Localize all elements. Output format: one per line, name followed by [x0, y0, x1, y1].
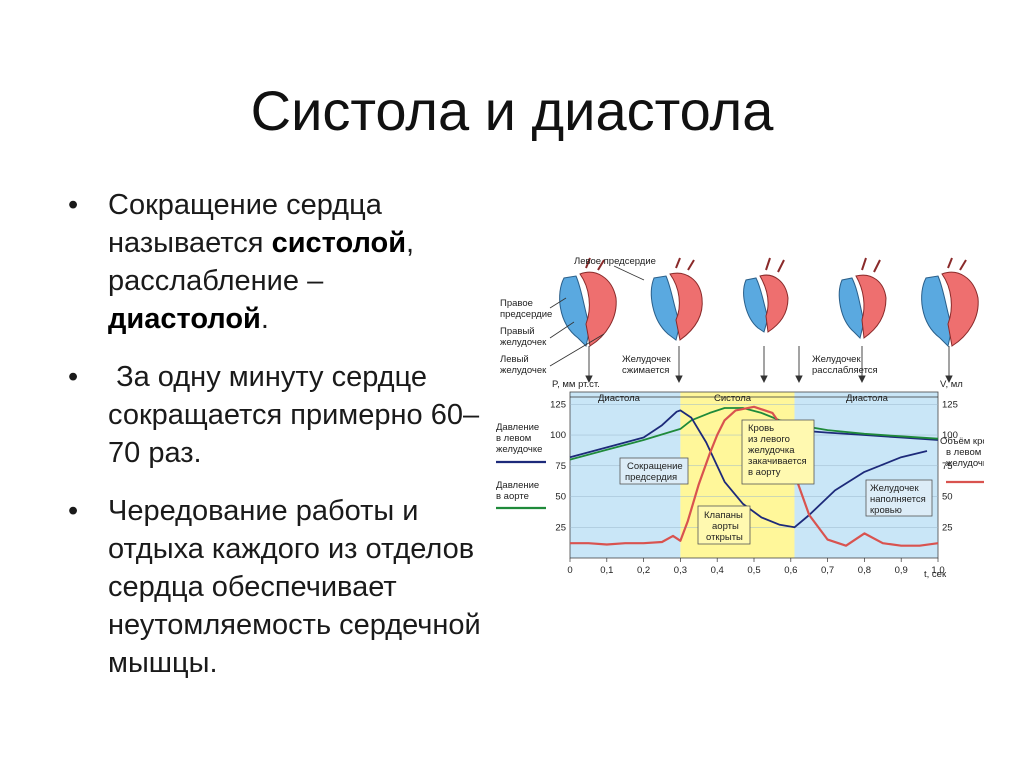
series-line-lv_volume: [569, 409, 928, 529]
legend-volume-2: в левом: [946, 447, 981, 458]
y-tick-left: 50: [555, 492, 566, 503]
label-right-ventricle-2: желудочек: [500, 337, 547, 348]
svg-text:наполняется: наполняется: [870, 494, 926, 505]
bullet-text: , расслабление –: [108, 227, 415, 297]
y-tick-right: 125: [942, 399, 958, 410]
phase-label-diastole: Диастола: [598, 393, 641, 404]
phase-label-systole: Систола: [714, 393, 752, 404]
legend-lv-pressure-2: в левом: [496, 433, 531, 444]
cardiac-cycle-svg: Левое предсердие Правое предсердие Правы…: [494, 250, 984, 586]
y-tick-right: 50: [942, 492, 953, 503]
x-tick-label: 0,2: [637, 565, 650, 576]
bullet-bold-term: диастолой: [108, 303, 261, 335]
cardiac-cycle-figure: Левое предсердие Правое предсердие Правы…: [494, 250, 984, 586]
x-tick-label: 0,6: [784, 565, 797, 576]
phase-band: [794, 392, 938, 558]
x-axis-label: t, сек: [924, 569, 947, 580]
x-tick-label: 0,1: [600, 565, 613, 576]
legend-lv-pressure-3: желудочке: [496, 444, 542, 455]
bullet-text: Чередование работы и отдыха каждого из о…: [108, 495, 481, 679]
label-left-ventricle-2: желудочек: [500, 365, 547, 376]
label-left-ventricle-1: Левый: [500, 354, 529, 365]
annotation-filling: Желудочек наполняется кровью: [865, 479, 933, 517]
label-left-atrium: Левое предсердие: [574, 256, 656, 267]
bullet-item: • За одну минуту сердце сокращается прим…: [62, 358, 492, 472]
svg-text:кровью: кровью: [870, 505, 902, 516]
svg-text:из левого: из левого: [748, 434, 790, 445]
legend-aortic-2: в аорте: [496, 491, 529, 502]
x-tick-label: 0,7: [821, 565, 834, 576]
svg-text:Сокращение: Сокращение: [627, 461, 683, 472]
label-right-ventricle-1: Правый: [500, 326, 535, 337]
y-tick-right: 25: [942, 522, 953, 533]
heart-icon: [838, 257, 887, 339]
bullet-item: • Чередование работы и отдыха каждого из…: [62, 492, 492, 682]
svg-text:в аорту: в аорту: [748, 467, 781, 478]
label-ventricle-relaxes-1: Желудочек: [812, 354, 861, 365]
left-axis-label: P, мм рт.ст.: [552, 379, 600, 390]
annotation-valves-open: Клапаны аорты открыты: [697, 505, 751, 545]
annotation-atrial-contraction: Сокращение предсердия: [619, 457, 689, 485]
y-tick-left: 125: [550, 399, 566, 410]
legend-volume-1: Объём крови: [940, 436, 984, 447]
legend-lv-pressure-1: Давление: [496, 422, 539, 433]
x-tick-label: 0,8: [858, 565, 871, 576]
bullet-bold-term: систолой: [271, 227, 407, 259]
heart-icon: [559, 257, 617, 347]
legend-volume-3: желудочке: [946, 458, 984, 469]
bullet-glyph: •: [68, 495, 79, 527]
phase-label-diastole-2: Диастола: [846, 393, 889, 404]
bullet-text: За одну минуту сердце сокращается пример…: [108, 361, 480, 469]
svg-text:Желудочек: Желудочек: [870, 483, 919, 494]
label-ventricle-contracts-1: Желудочек: [622, 354, 671, 365]
svg-text:открыты: открыты: [706, 532, 743, 543]
bullet-text: Сокращение сердца называется: [108, 189, 382, 259]
x-tick-label: 0: [567, 565, 572, 576]
bullet-text: .: [260, 303, 269, 335]
bullet-glyph: •: [68, 189, 79, 221]
bullet-glyph: •: [68, 361, 79, 393]
x-tick-label: 0,5: [747, 565, 760, 576]
label-ventricle-relaxes-2: расслабляется: [812, 365, 878, 376]
label-right-atrium-1: Правое: [500, 298, 533, 309]
bullet-item: • Сокращение сердца называется систолой,…: [62, 186, 492, 338]
annotation-ejection: Кровь из левого желудочка закачивается в…: [741, 419, 815, 485]
label-ventricle-contracts-2: сжимается: [622, 365, 669, 376]
pointer-arrows: [585, 346, 953, 384]
y-tick-left: 100: [550, 430, 566, 441]
svg-text:Клапаны: Клапаны: [704, 510, 743, 521]
series-line-lv_pressure: [570, 405, 939, 547]
y-tick-left: 75: [555, 461, 566, 472]
svg-text:закачивается: закачивается: [748, 456, 807, 467]
right-axis-label: V, мл: [940, 379, 963, 390]
slide-title: Систола и диастола: [250, 79, 774, 142]
bullet-list: • Сокращение сердца называется систолой,…: [62, 186, 492, 702]
y-tick-right: 100: [942, 430, 958, 441]
series-line-volume_right: [794, 429, 939, 441]
heart-icon: [743, 257, 789, 333]
svg-text:аорты: аорты: [712, 521, 739, 532]
heart-icon: [921, 257, 979, 347]
x-tick-label: 1,0: [931, 565, 944, 576]
x-tick-label: 0,9: [895, 565, 908, 576]
heart-diagram-icons: [559, 257, 979, 347]
legend-aortic-1: Давление: [496, 480, 539, 491]
x-tick-label: 0,3: [674, 565, 687, 576]
x-tick-label: 0,4: [711, 565, 724, 576]
y-tick-left: 25: [555, 522, 566, 533]
y-tick-right: 75: [942, 461, 953, 472]
heart-icon: [650, 257, 703, 341]
svg-text:Кровь: Кровь: [748, 423, 774, 434]
svg-text:предсердия: предсердия: [625, 472, 677, 483]
label-right-atrium-2: предсердие: [500, 309, 552, 320]
svg-text:желудочка: желудочка: [748, 445, 795, 456]
